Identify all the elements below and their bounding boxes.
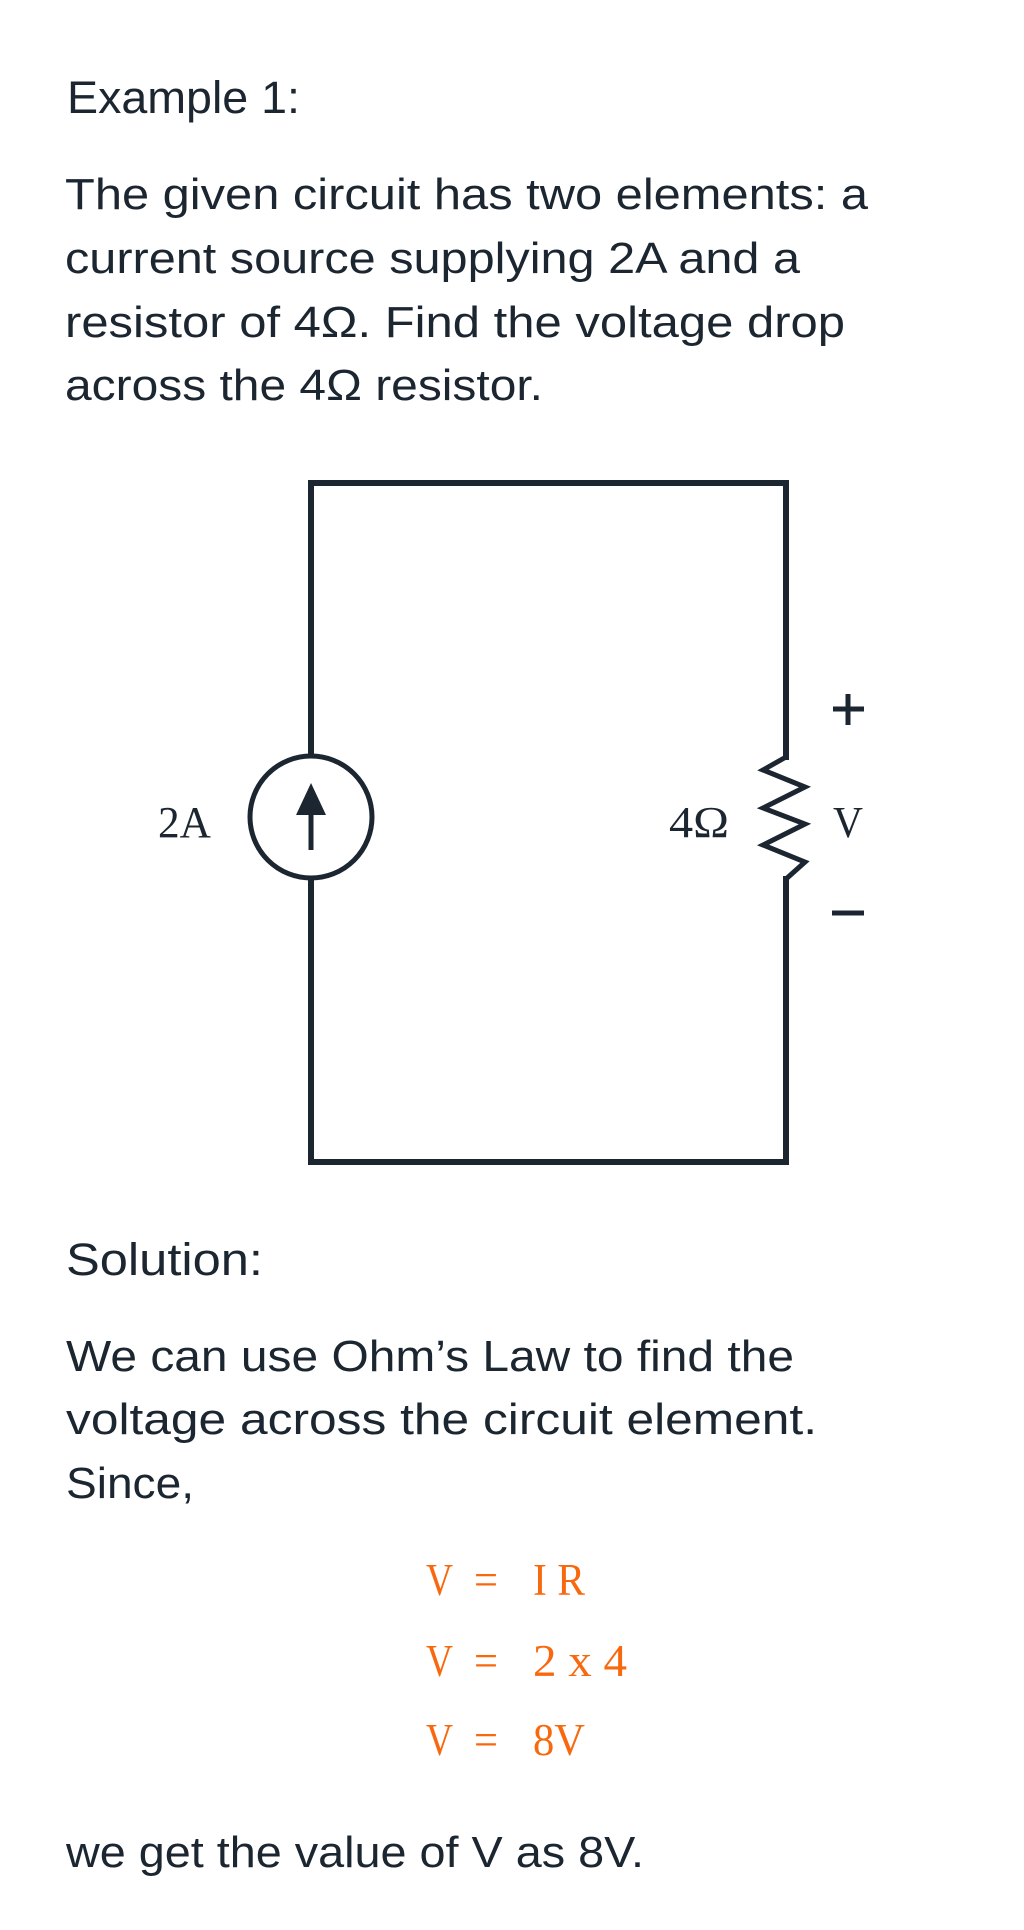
solution-line: Since, bbox=[66, 1459, 194, 1508]
equation-block: V = I R V = 2 x 4 V = 8V bbox=[426, 1555, 627, 1765]
equation-lhs: V bbox=[426, 1636, 453, 1686]
solution-body: We can use Ohm’s Law to find the voltage… bbox=[66, 1332, 817, 1508]
problem-line: across the 4Ω resistor. bbox=[65, 361, 543, 410]
equation-rhs: I R bbox=[533, 1555, 585, 1605]
equation-row: V = I R bbox=[426, 1555, 585, 1605]
equation-equals: = bbox=[474, 1636, 498, 1686]
plus-sign-icon bbox=[833, 694, 864, 725]
equation-lhs: V bbox=[426, 1715, 453, 1765]
equation-rhs: 8V bbox=[533, 1715, 585, 1765]
equation-equals: = bbox=[474, 1715, 498, 1765]
solution-line: voltage across the circuit element. bbox=[66, 1395, 817, 1444]
source-label: 2A bbox=[158, 798, 211, 847]
problem-statement: The given circuit has two elements: a cu… bbox=[65, 170, 869, 410]
equation-equals: = bbox=[474, 1555, 498, 1605]
equation-row: V = 8V bbox=[426, 1715, 585, 1765]
equation-rhs: 2 x 4 bbox=[533, 1636, 627, 1686]
problem-line: The given circuit has two elements: a bbox=[65, 170, 869, 219]
circuit-diagram: 2A 4Ω V bbox=[158, 480, 864, 1165]
problem-line: current source supplying 2A and a bbox=[65, 234, 801, 283]
circuit-wire-loop bbox=[308, 480, 789, 1165]
conclusion-text: we get the value of V as 8V. bbox=[65, 1828, 644, 1877]
solution-line: We can use Ohm’s Law to find the bbox=[66, 1332, 794, 1381]
voltage-label: V bbox=[833, 798, 863, 847]
equation-row: V = 2 x 4 bbox=[426, 1636, 627, 1686]
solution-title: Solution: bbox=[66, 1234, 263, 1285]
problem-line: resistor of 4Ω. Find the voltage drop bbox=[65, 298, 845, 347]
current-source-icon bbox=[247, 753, 375, 881]
resistor-icon bbox=[756, 754, 812, 881]
example-title: Example 1: bbox=[67, 72, 300, 123]
equation-lhs: V bbox=[426, 1555, 453, 1605]
resistor-label: 4Ω bbox=[669, 798, 729, 847]
